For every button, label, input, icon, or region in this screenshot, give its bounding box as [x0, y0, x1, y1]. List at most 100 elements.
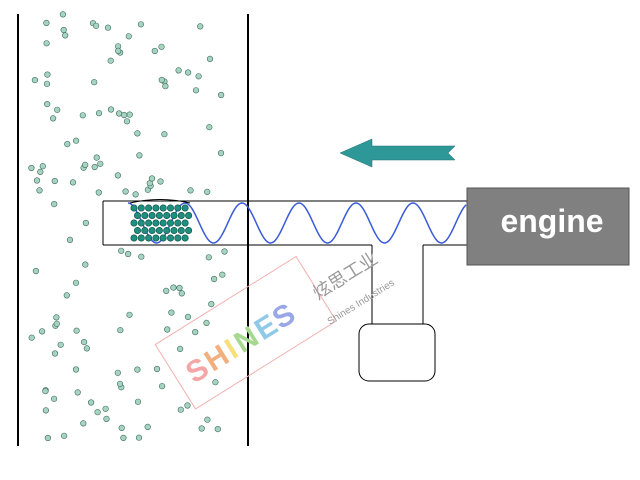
loose-particle [97, 160, 104, 167]
packed-particle [134, 212, 142, 220]
loose-particle [136, 152, 143, 159]
loose-particle [123, 118, 131, 125]
loose-particle [91, 163, 98, 171]
packed-particle [159, 219, 167, 227]
loose-particle [206, 124, 213, 131]
loose-particle [219, 271, 226, 278]
loose-particle [60, 432, 68, 439]
loose-particle [198, 425, 205, 432]
packed-particle [174, 204, 182, 212]
loose-particle [126, 111, 133, 118]
loose-particle [107, 106, 115, 113]
packed-particle [159, 234, 167, 242]
loose-particle [197, 23, 204, 30]
loose-particle [57, 341, 64, 348]
loose-particle [214, 426, 221, 433]
loose-particle [73, 327, 80, 334]
loose-particle [205, 254, 212, 261]
loose-particle [144, 423, 151, 431]
loose-particle [217, 150, 225, 157]
loose-particle [178, 290, 185, 297]
loose-particle [118, 424, 125, 432]
packed-particle [181, 234, 189, 242]
loose-particle [184, 402, 191, 409]
loose-particle [60, 26, 67, 34]
packed-particle [137, 234, 145, 242]
loose-particle [63, 292, 70, 299]
loose-particle [195, 73, 202, 80]
packed-particle [130, 204, 138, 212]
loose-particle [42, 407, 50, 414]
loose-particle [161, 131, 168, 138]
loose-particle [132, 191, 139, 198]
loose-particle [120, 434, 127, 442]
packed-particle [155, 212, 163, 220]
packed-particle [163, 227, 171, 235]
loose-particle [107, 57, 114, 64]
packed-particle [137, 204, 145, 212]
loose-particle [82, 219, 89, 227]
loose-particle [42, 388, 49, 395]
loose-particle [91, 79, 98, 86]
packed-particle [167, 234, 175, 242]
loose-particle [114, 172, 121, 179]
packed-particle [130, 234, 138, 242]
loose-particle [148, 175, 156, 182]
loose-particle [50, 395, 58, 402]
loose-particle [66, 236, 74, 243]
packed-particle [177, 212, 185, 220]
loose-particle [62, 32, 69, 39]
loose-particle [187, 187, 194, 194]
loose-particles [28, 11, 228, 442]
loose-particle [117, 327, 124, 334]
packed-particle [152, 234, 160, 242]
loose-particle [185, 69, 192, 76]
loose-particle [204, 416, 211, 423]
packed-particle [152, 219, 160, 227]
loose-particle [208, 301, 215, 308]
packed-particle [159, 204, 167, 212]
loose-particle [38, 328, 46, 335]
loose-particle [43, 19, 50, 27]
loose-particle [204, 188, 211, 195]
loose-particle [69, 179, 77, 186]
loose-particle [177, 406, 184, 413]
packed-particle [170, 212, 178, 220]
loose-particle [135, 434, 143, 441]
loose-particle [37, 168, 44, 175]
loose-particle [159, 383, 166, 390]
loose-particle [158, 43, 165, 50]
loose-particle [206, 55, 214, 63]
collection-box [358, 323, 436, 382]
loose-particle [49, 115, 57, 122]
loose-particle [168, 309, 175, 316]
loose-particle [33, 177, 41, 184]
loose-particle [43, 40, 50, 47]
loose-particle [120, 111, 128, 119]
loose-particle [116, 380, 124, 387]
loose-particle [138, 253, 145, 260]
packed-particle [163, 212, 171, 220]
loose-particle [79, 112, 86, 119]
packed-particle [167, 204, 175, 212]
loose-particle [122, 188, 129, 195]
loose-particle [126, 311, 133, 318]
loose-particle [44, 100, 51, 108]
loose-particle [177, 345, 184, 353]
loose-particle [125, 33, 132, 40]
loose-particle [95, 110, 103, 117]
loose-particle [162, 83, 169, 90]
loose-particle [80, 420, 87, 427]
loose-particle [218, 91, 225, 99]
loose-particle [203, 319, 210, 327]
packed-particle [177, 227, 185, 235]
loose-particle [176, 284, 183, 292]
packed-particles [130, 204, 193, 242]
loose-particle [44, 434, 52, 442]
loose-particle [51, 201, 58, 208]
loose-particle [53, 320, 60, 327]
loose-particle [170, 284, 177, 291]
loose-particle [72, 137, 80, 144]
